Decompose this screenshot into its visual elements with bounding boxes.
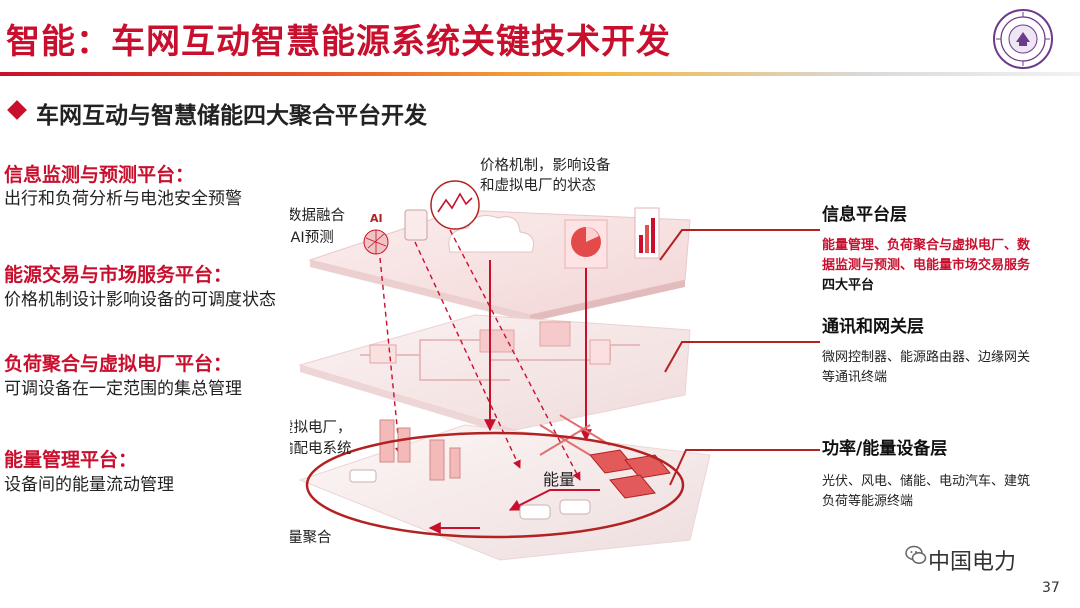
- edge-gateway-icon: [539, 321, 571, 347]
- gateway-router-icon: [479, 329, 515, 353]
- platform-title-info-monitoring: 信息监测与预测平台：: [4, 164, 195, 186]
- building-icons: [379, 419, 461, 481]
- platform-desc-energy-management: 设备间的能量流动管理: [4, 475, 174, 495]
- leader-line-device-layer: [669, 449, 820, 486]
- layer-desc-gateway-line2: 等通讯终端: [822, 370, 888, 386]
- layer-desc-info-line2: 据监测与预测、电能量市场交易服务: [822, 258, 1031, 274]
- note-price-line1: 价格机制，影响设备: [480, 157, 611, 174]
- svg-text:传感数据融合 与AI预测: 传感数据融合 与AI预测: [290, 207, 350, 246]
- svg-text:价格机制，影响设备 和虚拟电厂的状态: 价格机制，影响设备 和虚拟电厂的状态: [480, 157, 615, 194]
- platform-desc-info-monitoring: 出行和负荷分析与电池安全预警: [4, 189, 242, 209]
- dashed-arrow-sensor-down: [379, 257, 404, 456]
- platform-desc-load-aggregation: 可调设备在一定范围的集总管理: [4, 379, 242, 399]
- section-subtitle: 车网互动与智慧储能四大聚合平台开发: [36, 103, 427, 129]
- note-energy: 能量: [543, 470, 575, 489]
- cloud-icon: [448, 215, 534, 253]
- leader-line-info-layer: [659, 229, 820, 261]
- svg-text:形成虚拟电厂， 连接输配电系统: 形成虚拟电厂， 连接输配电系统: [290, 419, 356, 457]
- layer-title-info: 信息平台层: [822, 205, 907, 225]
- layer-title-devices: 功率/能量设备层: [822, 439, 948, 459]
- dashed-arrow-tablet-down: [414, 241, 521, 469]
- note-price-line2: 和虚拟电厂的状态: [480, 177, 596, 194]
- title-underline: [0, 72, 1080, 76]
- layer-desc-info: 能量管理、负荷聚合与虚拟电厂、数 据监测与预测、电能量市场交易服务 四大平台: [822, 236, 1078, 296]
- platform-title-energy-management: 能量管理平台：: [4, 449, 138, 471]
- transmission-grid-icon: [539, 414, 611, 456]
- layer-desc-gateway-line1: 微网控制器、能源路由器、边缘网关: [822, 350, 1031, 365]
- energy-flow-arrow: [508, 489, 600, 511]
- price-chart-icon: [430, 180, 480, 230]
- layer-title-gateway: 通讯和网关层: [822, 317, 924, 337]
- page-title: 智能：车网互动智慧能源系统关键技术开发: [6, 22, 671, 62]
- energy-router-icon: [589, 339, 611, 365]
- note-vpp-line2: 连接输配电系统: [290, 440, 352, 457]
- layer-desc-devices: 光伏、风电、储能、电动汽车、建筑 负荷等能源终端: [822, 472, 1078, 512]
- layered-architecture-diagram: AI: [290, 157, 820, 561]
- subtitle-bullet-icon: [7, 100, 27, 120]
- layer-desc-devices-line2: 负荷等能源终端: [822, 494, 914, 510]
- note-sensor-line1: 传感数据融合: [290, 207, 345, 224]
- leader-line-gateway-layer: [664, 341, 820, 373]
- note-sensor-line2: 与AI预测: [290, 229, 334, 246]
- dashed-arrow-price-down: [449, 229, 581, 481]
- energy-aggregation-ellipse: [305, 431, 685, 539]
- note-vpp-line1: 形成虚拟电厂，: [290, 419, 352, 436]
- vehicle-icons: [349, 469, 591, 520]
- bar-chart-icon: [634, 207, 660, 259]
- platform-title-energy-trading: 能源交易与市场服务平台：: [4, 264, 233, 286]
- ai-badge: AI: [370, 212, 383, 225]
- platform-desc-energy-trading: 价格机制设计影响设备的可调度状态: [4, 290, 276, 310]
- wechat-icon: [905, 545, 927, 564]
- layer-desc-gateway: 微网控制器、能源路由器、边缘网关 等通讯终端: [822, 348, 1078, 388]
- layer-desc-devices-line1: 光伏、风电、储能、电动汽车、建筑: [822, 474, 1031, 489]
- microgrid-controller-icon: [369, 344, 397, 364]
- layer-desc-info-line1: 能量管理、负荷聚合与虚拟电厂、数: [822, 238, 1031, 253]
- platform-title-load-aggregation: 负荷聚合与虚拟电厂平台：: [4, 353, 233, 375]
- university-seal-icon: [993, 9, 1053, 69]
- pie-chart-icon: [564, 219, 608, 269]
- page-number: 37: [1042, 580, 1060, 596]
- layer-desc-info-line3: 四大平台: [822, 278, 875, 294]
- pv-panel-icons: [589, 449, 671, 499]
- brand-watermark: 中国电力: [928, 550, 1017, 575]
- tablet-icon: [404, 209, 428, 241]
- note-aggregation: 可调的能量聚合: [290, 529, 332, 546]
